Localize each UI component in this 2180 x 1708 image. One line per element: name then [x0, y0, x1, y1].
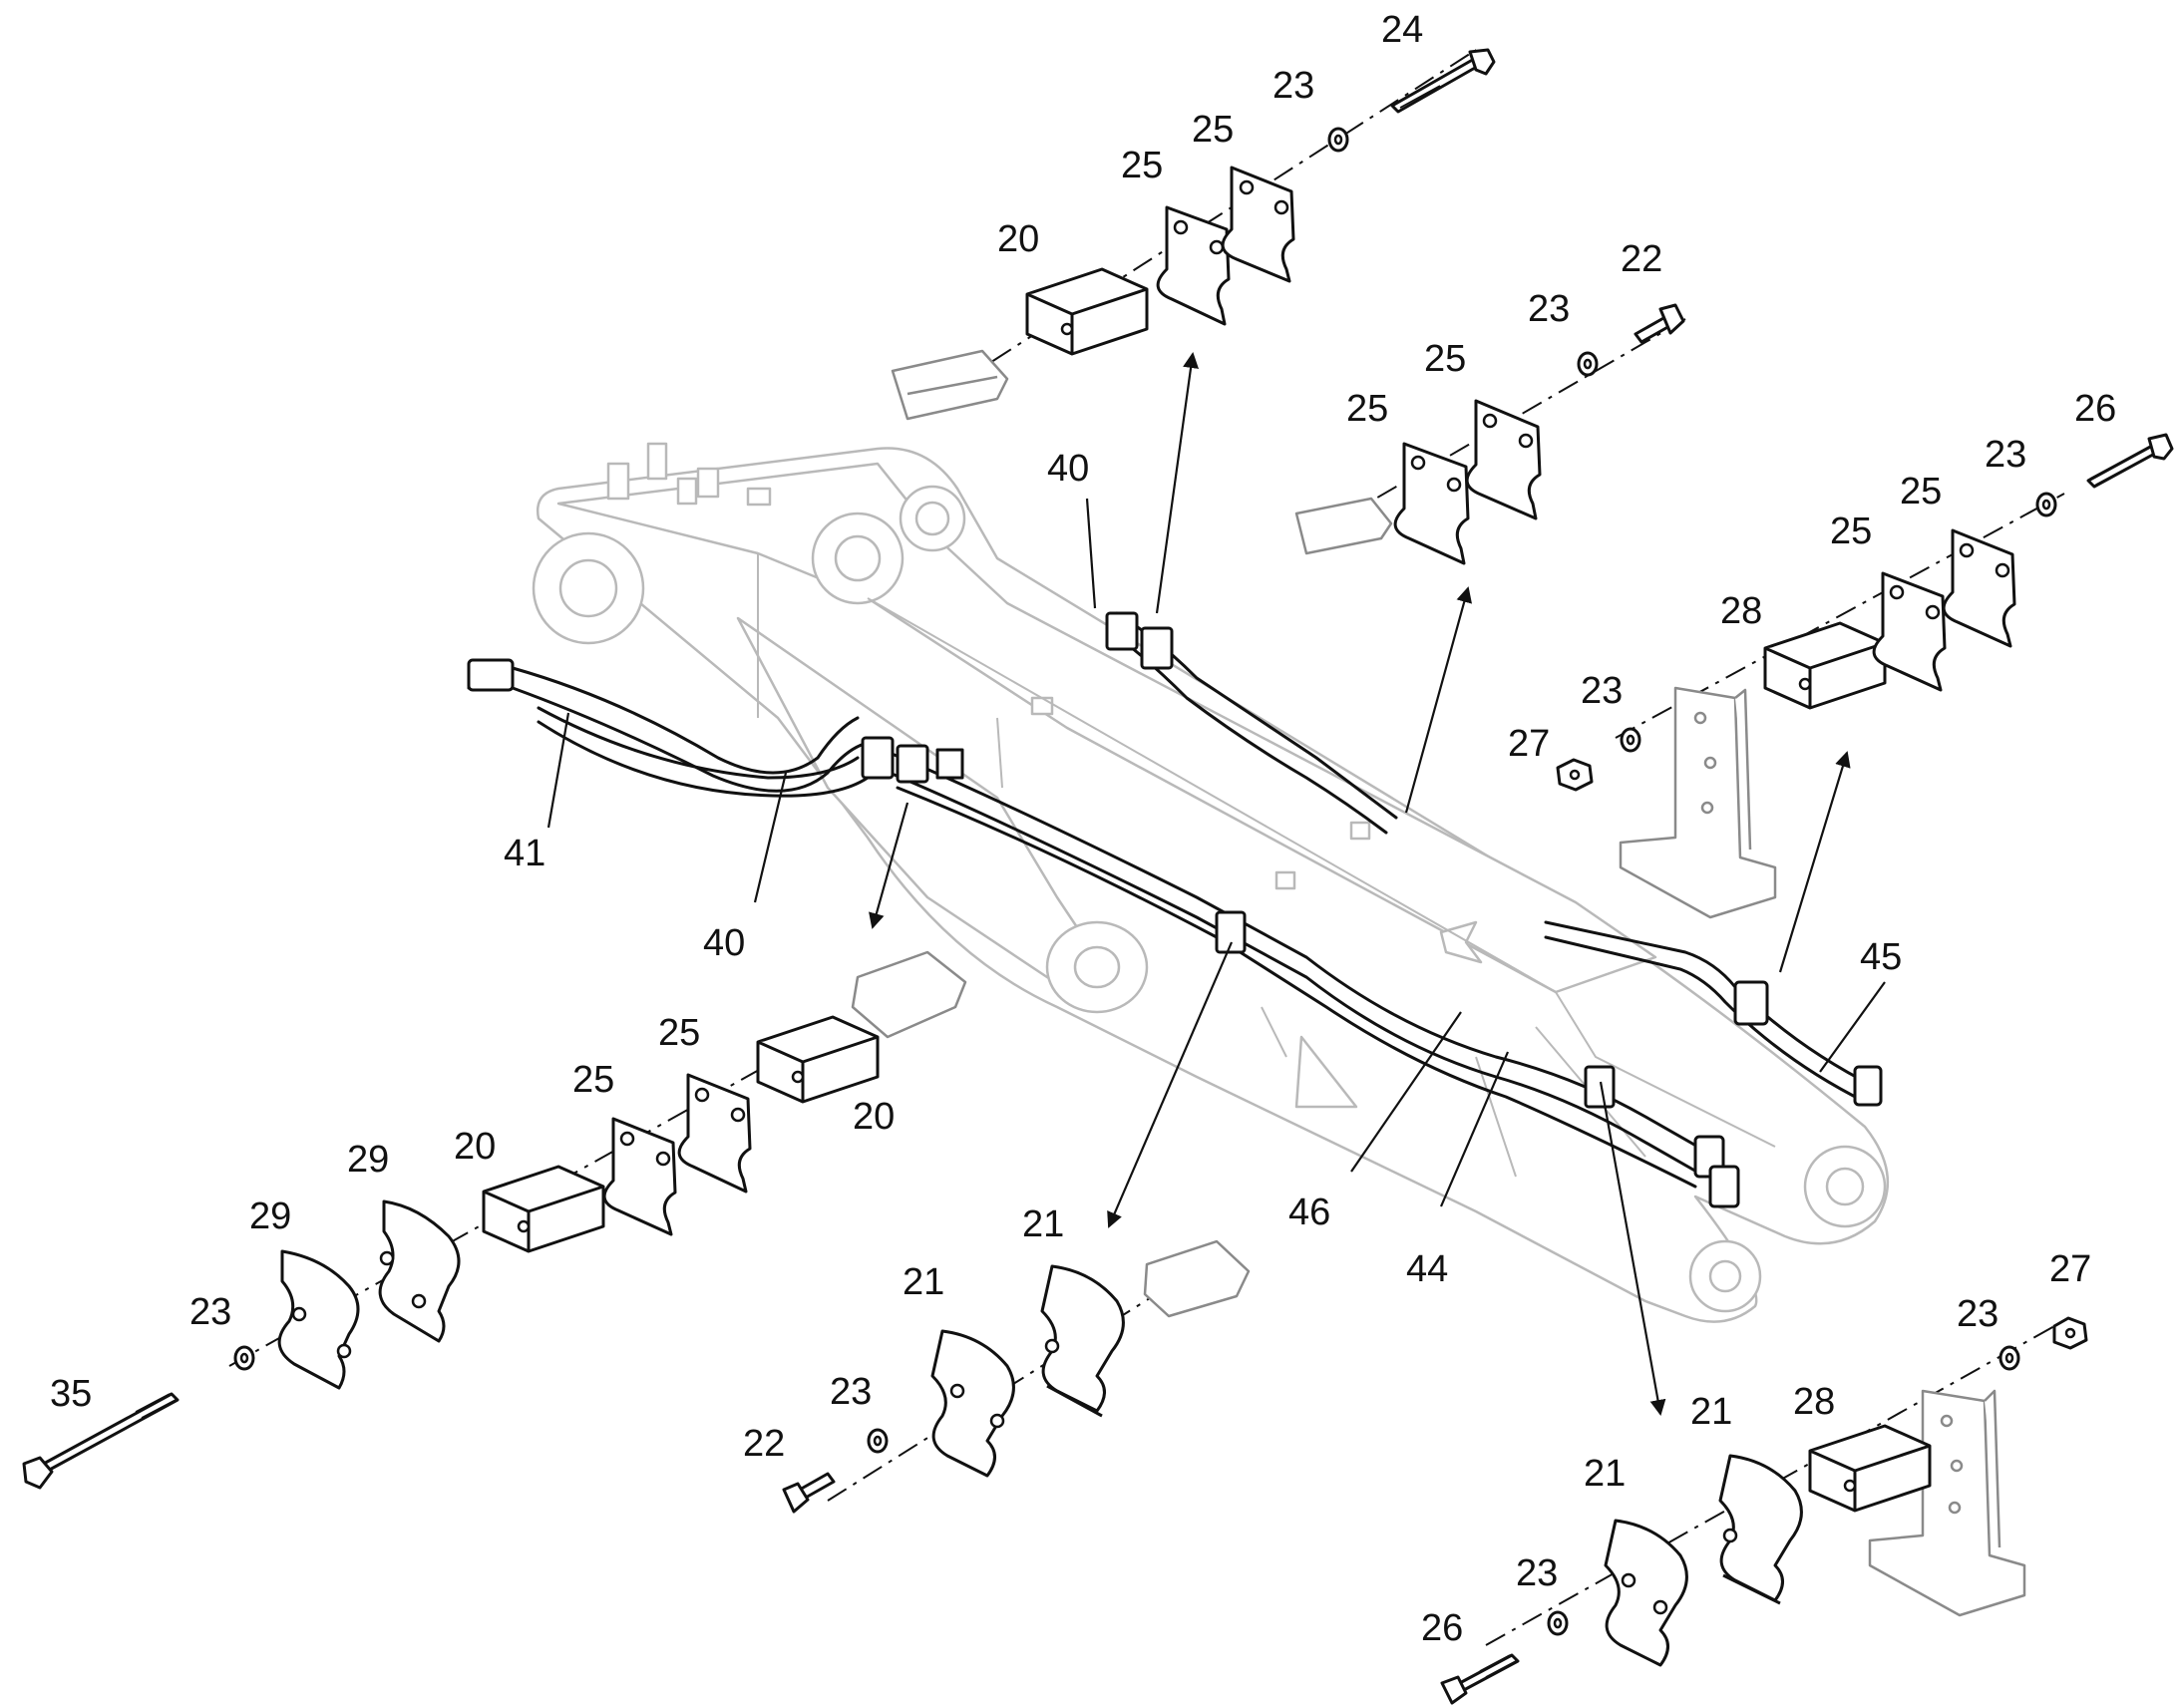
callout-20: 20 — [454, 1126, 496, 1168]
callout-25: 25 — [658, 1012, 700, 1054]
callout-26: 26 — [1421, 1607, 1463, 1649]
callout-23: 23 — [1581, 670, 1623, 712]
callout-23: 23 — [1528, 288, 1570, 330]
clamp-assembly-upper-mid — [1294, 303, 1686, 814]
callout-25: 25 — [1424, 338, 1466, 380]
callout-25: 25 — [1346, 388, 1388, 430]
callout-23: 23 — [1272, 65, 1314, 107]
callout-45: 45 — [1860, 936, 1902, 978]
hoses — [467, 611, 1883, 1208]
callout-23: 23 — [1985, 434, 2026, 476]
callout-25: 25 — [1192, 109, 1234, 151]
callout-21: 21 — [1022, 1203, 1064, 1245]
callout-24: 24 — [1381, 9, 1423, 51]
callout-26: 26 — [2074, 388, 2116, 430]
clamp-assembly-lower-mid — [782, 941, 1251, 1514]
callout-44: 44 — [1406, 1248, 1448, 1290]
callout-labels: 24 23 25 25 20 22 23 25 25 26 23 25 25 2… — [50, 9, 2116, 1649]
clamp-assembly-left — [22, 802, 967, 1490]
clamp-assembly-top — [891, 48, 1496, 614]
callout-21: 21 — [903, 1261, 944, 1303]
callout-25: 25 — [572, 1059, 614, 1101]
callout-25: 25 — [1830, 511, 1872, 552]
callout-21: 21 — [1690, 1391, 1732, 1433]
callout-27: 27 — [2049, 1248, 2091, 1290]
callout-27: 27 — [1508, 723, 1550, 765]
callout-40: 40 — [1047, 448, 1089, 490]
callout-29: 29 — [249, 1196, 291, 1237]
callout-20: 20 — [997, 218, 1039, 260]
callout-28: 28 — [1793, 1381, 1835, 1423]
callout-leaders — [546, 498, 1886, 1207]
callout-25: 25 — [1121, 145, 1163, 186]
callout-40: 40 — [703, 922, 745, 964]
clamp-assembly-right — [1556, 433, 2174, 973]
callout-23: 23 — [1957, 1293, 1998, 1335]
callout-46: 46 — [1288, 1192, 1330, 1233]
callout-21: 21 — [1584, 1453, 1626, 1495]
callout-28: 28 — [1720, 590, 1762, 632]
callout-22: 22 — [743, 1423, 785, 1465]
callout-35: 35 — [50, 1373, 92, 1415]
callout-41: 41 — [504, 833, 545, 874]
clamp-assembly-bottom-right — [1440, 1081, 2088, 1705]
callout-23: 23 — [1516, 1552, 1558, 1594]
boom-structure — [532, 442, 1890, 1323]
callout-29: 29 — [347, 1139, 389, 1181]
callout-20: 20 — [853, 1096, 895, 1138]
callout-23: 23 — [830, 1371, 872, 1413]
callout-22: 22 — [1621, 238, 1662, 280]
callout-25: 25 — [1900, 471, 1942, 512]
callout-23: 23 — [189, 1291, 231, 1333]
